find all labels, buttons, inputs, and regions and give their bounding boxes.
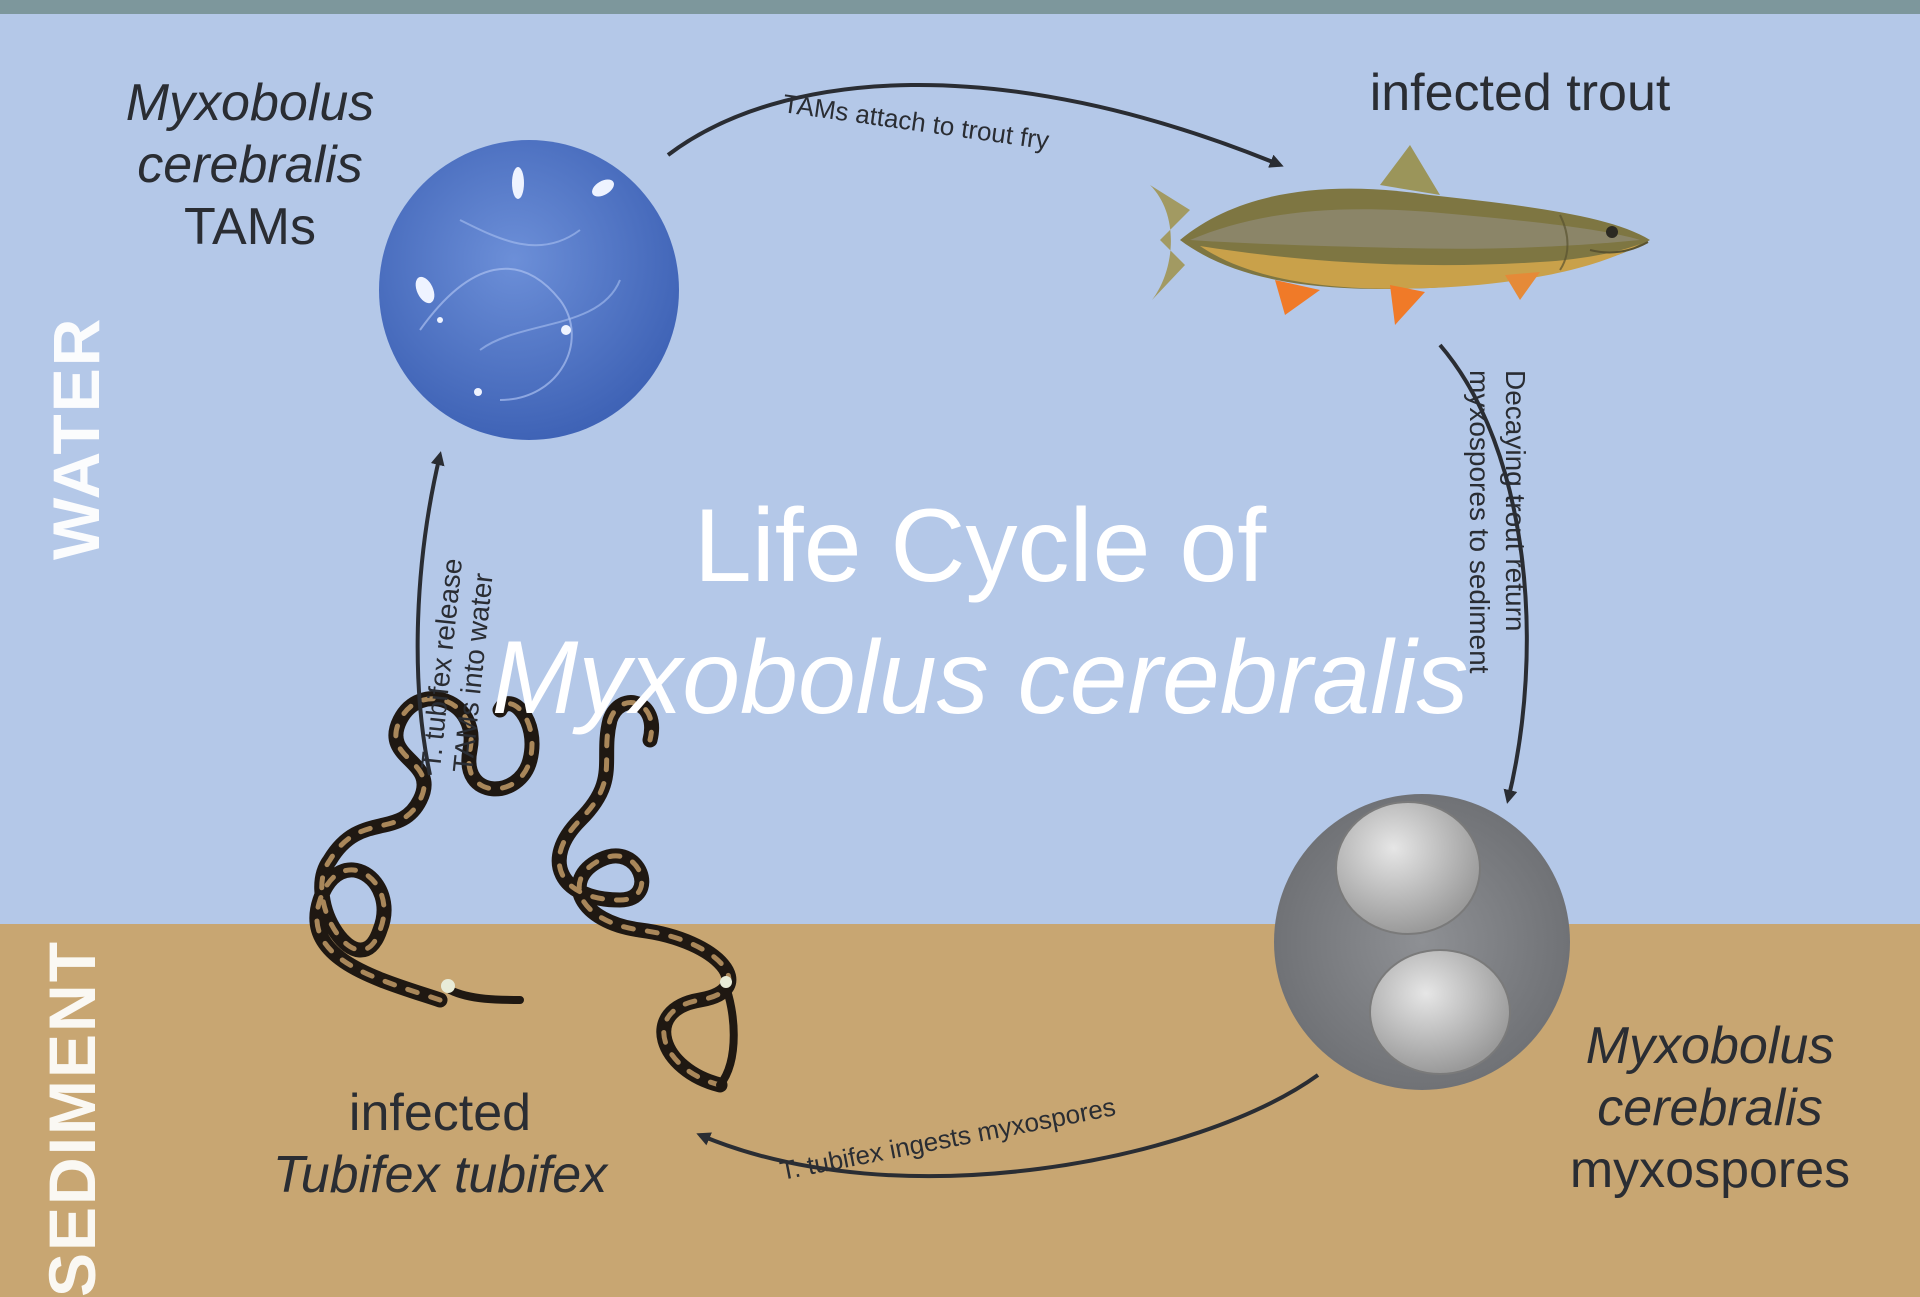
trout-icon <box>1150 145 1650 325</box>
tams-label-line2: cerebralis <box>100 134 400 196</box>
myxospores-label-line2: cerebralis <box>1520 1077 1900 1139</box>
ingest-arrow-label: T. tubifex ingests myxospores <box>777 1091 1118 1186</box>
tubifex-label: infected Tubifex tubifex <box>230 1082 650 1206</box>
diagram-title-line2: Myxobolus cerebralis <box>460 612 1500 744</box>
trout-label: infected trout <box>1320 62 1720 124</box>
tams-label-line1: Myxobolus <box>100 72 400 134</box>
tubifex-worms-icon <box>317 699 734 1085</box>
attach-arrow-label: TAMs attach to trout fry <box>781 88 1051 155</box>
tams-disc-icon <box>379 140 679 440</box>
trout-label-line1: infected trout <box>1320 62 1720 124</box>
myxospores-label-line1: Myxobolus <box>1520 1015 1900 1077</box>
return-arrow-label-line1: Decaying trout return <box>1500 370 1531 631</box>
myxospores-label: Myxobolus cerebralis myxospores <box>1520 1015 1900 1201</box>
tubifex-label-line1: infected <box>230 1082 650 1144</box>
myxospores-label-line3: myxospores <box>1520 1139 1900 1201</box>
tams-label-line3: TAMs <box>100 196 400 258</box>
tams-label: Myxobolus cerebralis TAMs <box>100 72 400 258</box>
diagram-title-line1: Life Cycle of <box>460 480 1500 612</box>
diagram-title: Life Cycle of Myxobolus cerebralis <box>460 480 1500 744</box>
tubifex-label-line2: Tubifex tubifex <box>230 1144 650 1206</box>
